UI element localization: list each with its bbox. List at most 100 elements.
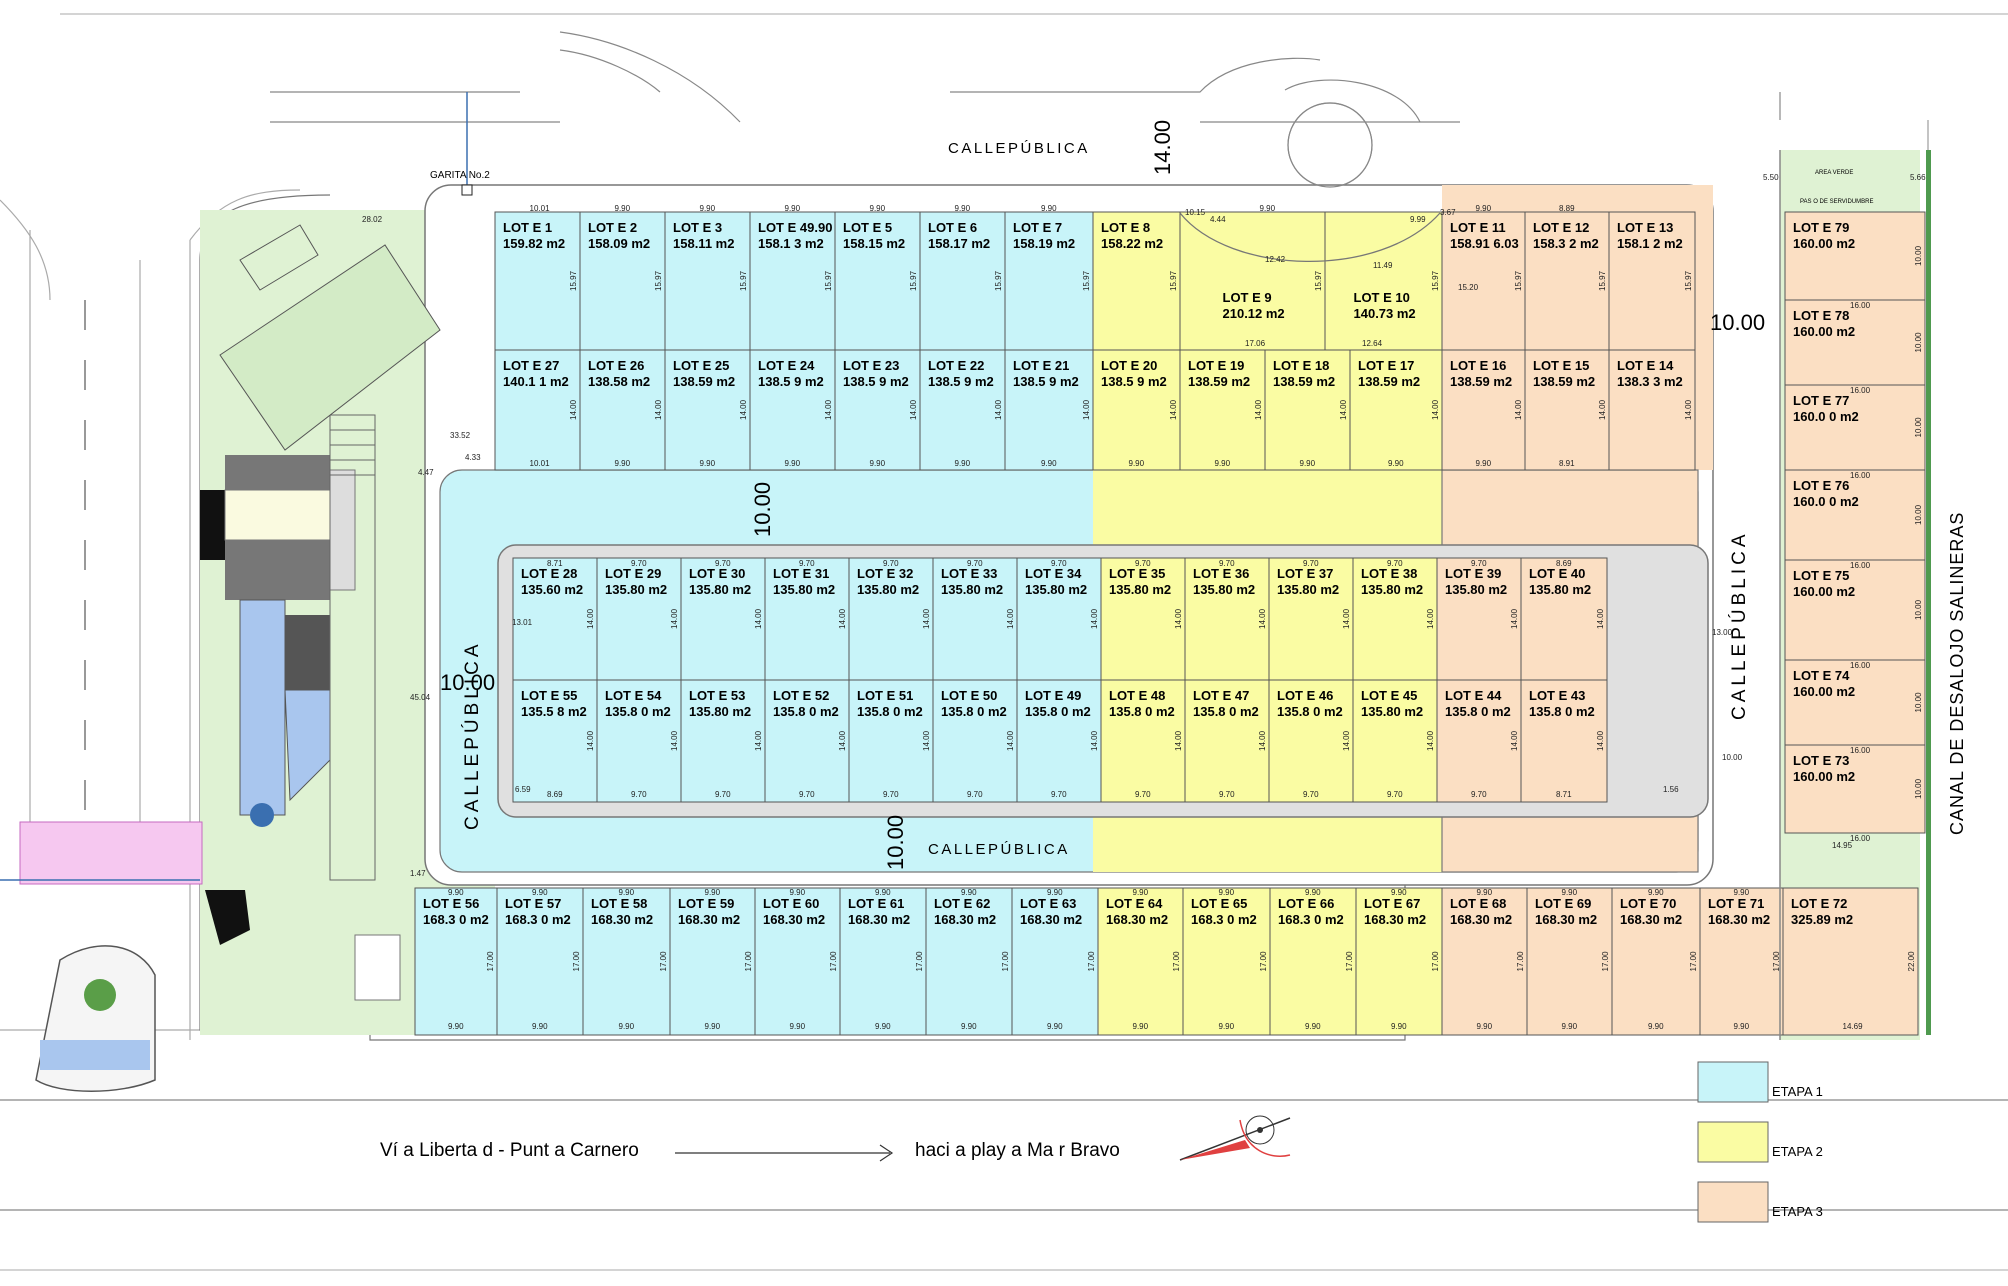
lot-name: LOT E 26: [588, 358, 644, 373]
lot-area: 160.00 m2: [1793, 236, 1855, 251]
frontage-dim: 9.70: [1387, 790, 1403, 799]
frontage-dim: 9.90: [1047, 888, 1063, 897]
frontage-dim: 9.70: [1303, 559, 1319, 568]
frontage-dim: 9.70: [631, 559, 647, 568]
lot-depth-dim: 14.00: [1342, 608, 1351, 629]
lot-depth-dim: 17.00: [915, 951, 924, 972]
lot-depth-dim: 14.00: [824, 399, 833, 420]
lot-name: LOT E 36: [1193, 566, 1249, 581]
lot-area: 168.30 m2: [1708, 912, 1770, 927]
lot-area: 168.30 m2: [848, 912, 910, 927]
lot-name: LOT E 68: [1450, 896, 1506, 911]
road-label-right: haci a play a Ma r Bravo: [915, 1140, 1120, 1161]
frontage-dim: 16.00: [1850, 746, 1871, 755]
lot-name: LOT E 33: [941, 566, 997, 581]
lot-name: LOT E 70: [1620, 896, 1676, 911]
frontage-dim: 16.00: [1850, 301, 1871, 310]
lot-area: 160.00 m2: [1793, 769, 1855, 784]
lot-depth-dim: 14.00: [1598, 399, 1607, 420]
lot-area: 160.00 m2: [1793, 584, 1855, 599]
lot-depth-dim: 17.00: [1345, 951, 1354, 972]
lot-area: 135.8 0 m2: [1109, 704, 1175, 719]
frontage-dim: 9.90: [448, 888, 464, 897]
